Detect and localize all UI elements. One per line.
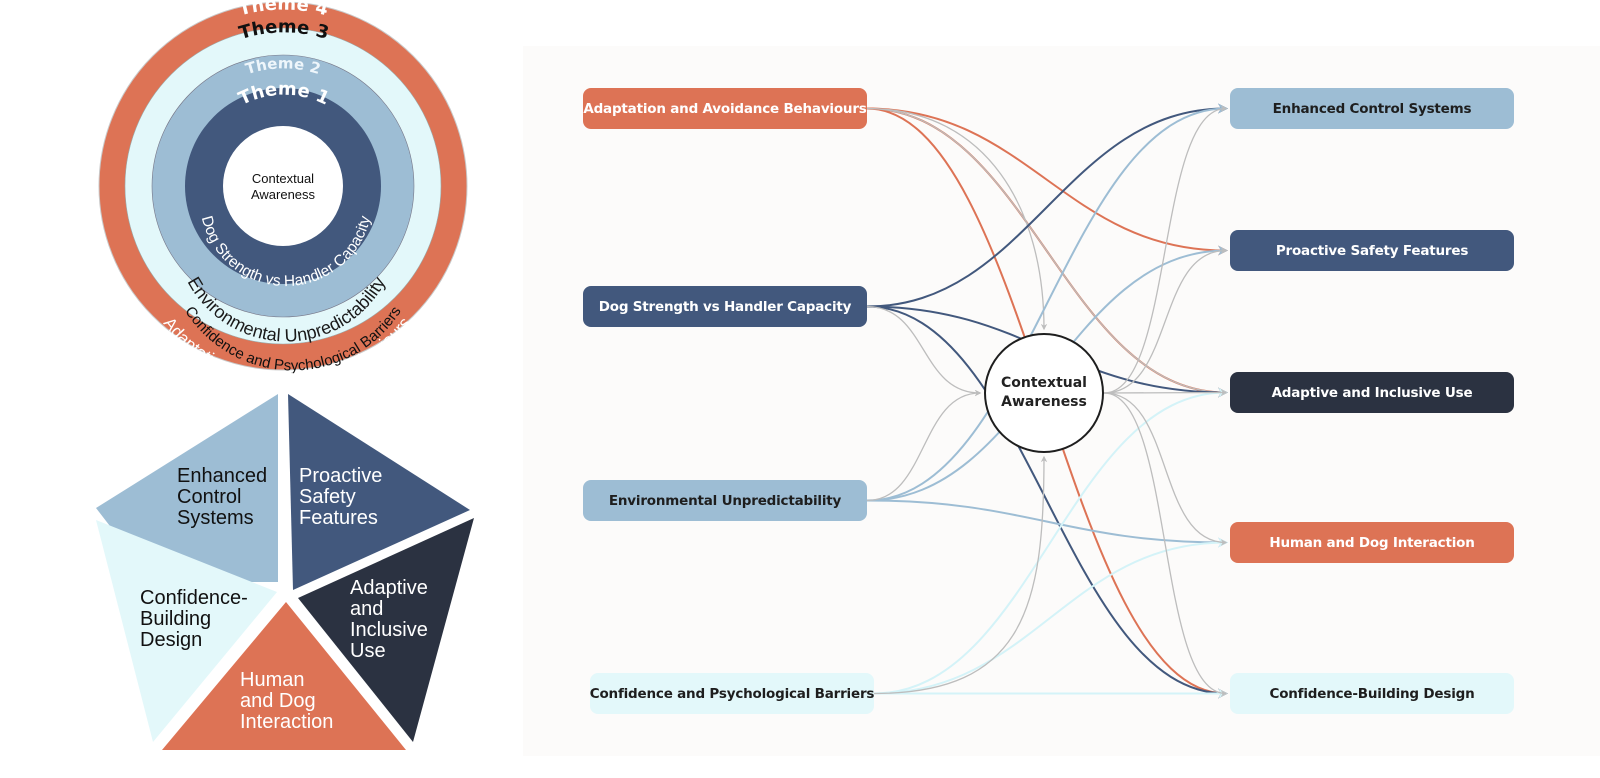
- pentagon-label-adaptive-3: Inclusive: [350, 619, 428, 641]
- center-label-line1: Contextual: [252, 171, 314, 186]
- pentagon-label-adaptive-4: Use: [350, 640, 386, 662]
- target-node-label: Human and Dog Interaction: [1269, 534, 1475, 551]
- link-s1-to-center: [866, 107, 1048, 331]
- pentagon-label-human-2: and Dog: [240, 690, 316, 712]
- target-node-label: Enhanced Control Systems: [1272, 100, 1472, 117]
- pentagon-label-human-3: Interaction: [240, 711, 333, 733]
- target-node-label: Confidence-Building Design: [1269, 685, 1475, 702]
- source-node-environmental[interactable]: Environmental Unpredictability: [583, 480, 867, 521]
- source-node-confidence-barriers[interactable]: Confidence and Psychological Barriers: [590, 673, 874, 714]
- flow-diagram-panel: Adaptation and Avoidance Behaviours Dog …: [523, 46, 1600, 756]
- pentagon-label-proactive-2: Safety: [299, 486, 356, 508]
- source-node-label: Environmental Unpredictability: [608, 492, 842, 509]
- pentagon-segment-human-dog: [162, 602, 406, 750]
- source-node-adaptation-avoidance[interactable]: Adaptation and Avoidance Behaviours: [583, 88, 867, 129]
- pentagon-label-enhanced-2: Control: [177, 486, 241, 508]
- target-node-label: Proactive Safety Features: [1275, 242, 1469, 259]
- target-node-confidence-building[interactable]: Confidence-Building Design: [1230, 673, 1514, 714]
- link-s2-to-center: [866, 305, 982, 397]
- pentagon-segment-proactive-safety: [288, 394, 470, 590]
- pentagon-label-enhanced-3: Systems: [177, 507, 254, 529]
- theme-rings-diagram: Contextual Awareness Theme 4 Theme 3 The…: [98, 0, 468, 389]
- pentagon-label-confidence-1: Confidence-: [140, 587, 248, 609]
- pentagon-label-enhanced-1: Enhanced: [177, 465, 267, 487]
- pentagon-label-proactive-3: Features: [299, 507, 378, 529]
- pentagon-label-adaptive-2: and: [350, 598, 383, 620]
- link-s3-to-center: [866, 389, 982, 502]
- pentagon-segment-adaptive-inclusive: [298, 518, 474, 742]
- link-s4-to-t4: [873, 537, 1228, 695]
- pentagon-label-adaptive-1: Adaptive: [350, 577, 428, 599]
- link-s2-to-t1: [866, 103, 1228, 308]
- source-node-dog-strength[interactable]: Dog Strength vs Handler Capacity: [583, 286, 867, 327]
- source-node-label: Confidence and Psychological Barriers: [589, 685, 875, 702]
- center-node-line1: Contextual: [1001, 375, 1087, 391]
- source-node-label: Dog Strength vs Handler Capacity: [598, 298, 852, 315]
- ring-center: [223, 126, 343, 246]
- link-center-to-t3: [1103, 389, 1228, 396]
- link-s1-to-t2: [866, 107, 1228, 256]
- link-center-to-t2: [1103, 247, 1228, 394]
- link-s3-to-t1: [866, 103, 1228, 502]
- target-node-enhanced-control[interactable]: Enhanced Control Systems: [1230, 88, 1514, 129]
- left-illustrations: Contextual Awareness Theme 4 Theme 3 The…: [96, 0, 474, 750]
- theme-2-label: Theme 2: [243, 54, 322, 78]
- link-s1-to-t3: [866, 107, 1228, 396]
- pentagon-label-confidence-3: Design: [140, 629, 202, 651]
- source-node-label: Adaptation and Avoidance Behaviours: [583, 100, 867, 117]
- link-center-to-t1: [1103, 105, 1228, 394]
- link-center-to-t4: [1103, 392, 1228, 546]
- pentagon-segment-confidence-building: [96, 520, 277, 742]
- link-s4-to-center: [873, 455, 1048, 695]
- link-s3-to-t4: [866, 499, 1228, 548]
- target-node-proactive-safety[interactable]: Proactive Safety Features: [1230, 230, 1514, 271]
- pentagon-label-confidence-2: Building: [140, 608, 211, 630]
- pentagon-label-proactive-1: Proactive: [299, 465, 382, 487]
- link-s2-to-t5: [866, 305, 1228, 699]
- target-node-label: Adaptive and Inclusive Use: [1271, 384, 1473, 401]
- pentagon-label-human-1: Human: [240, 669, 304, 691]
- pentagon-diagram: Enhanced Control Systems Proactive Safet…: [96, 394, 474, 750]
- theme-4-label: Theme 4: [237, 0, 331, 20]
- link-center-to-t5: [1103, 392, 1228, 697]
- target-node-human-dog[interactable]: Human and Dog Interaction: [1230, 522, 1514, 563]
- center-label-line2: Awareness: [251, 187, 316, 202]
- center-node-line2: Awareness: [1001, 394, 1087, 410]
- link-s4-to-t3: [873, 387, 1228, 695]
- pentagon-segment-enhanced-control: [96, 394, 278, 582]
- target-node-adaptive-inclusive[interactable]: Adaptive and Inclusive Use: [1230, 372, 1514, 413]
- flow-links-layer: [866, 103, 1228, 699]
